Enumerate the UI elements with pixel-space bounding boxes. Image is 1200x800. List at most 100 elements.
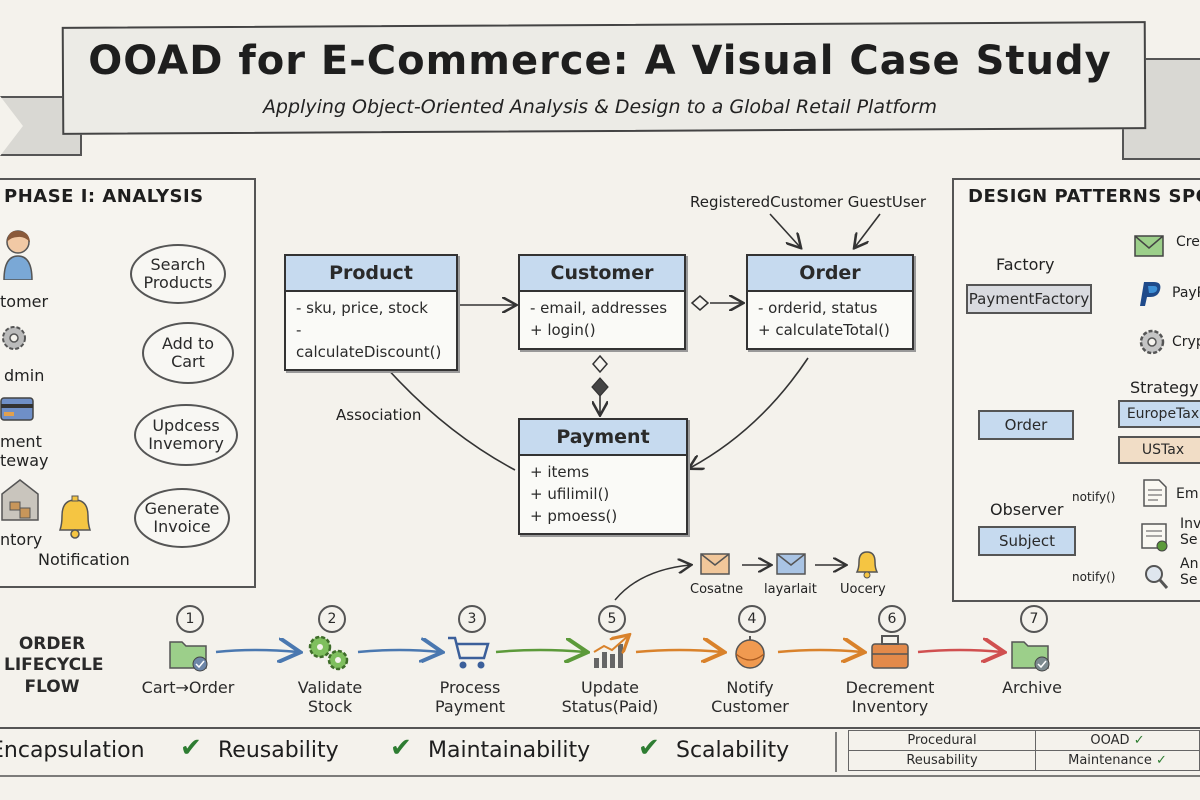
class-customer-attr: - email, addresses — [530, 299, 668, 317]
branch-label: layarlait — [764, 582, 817, 597]
step-label: Process Payment — [434, 678, 506, 717]
step-number: 3 — [458, 605, 486, 633]
benefit-reusability: Reusability — [218, 738, 339, 763]
usecase-update-inventory: Updcess Invemory — [134, 404, 238, 466]
branch-bell-icon — [855, 551, 879, 579]
class-order-name: Order — [748, 256, 912, 292]
check-icon: ✔ — [180, 733, 202, 763]
check-icon: ✔ — [638, 733, 660, 763]
observer-email: Em — [1176, 486, 1199, 502]
page-subtitle: Applying Object-Oriented Analysis & Desi… — [262, 96, 938, 118]
actor-inventory-label: ntory — [0, 530, 43, 549]
strategy-label: Strategy — [1130, 378, 1199, 397]
gear-icon — [2, 326, 26, 350]
step-label: Decrement Inventory — [845, 678, 935, 717]
crypto-gear-icon — [1139, 329, 1165, 355]
class-product-name: Product — [286, 256, 456, 292]
table-cell: Maintenance ✓ — [1035, 750, 1200, 771]
document-icon — [1143, 479, 1167, 507]
credit-card-icon — [0, 397, 34, 421]
step-number: 7 — [1020, 605, 1048, 633]
step-number: 2 — [318, 605, 346, 633]
branch-label: Cosatne — [690, 582, 744, 597]
step-label: Notify Customer — [711, 678, 789, 717]
class-payment-method: + ufilimil() — [530, 484, 610, 503]
strategy-europe-tax: EuropeTax — [1118, 400, 1200, 428]
class-order: Order - orderid, status + calculateTotal… — [746, 254, 914, 350]
actor-notification-label: Notification — [38, 550, 130, 569]
step-number: 4 — [738, 605, 766, 633]
class-customer-method: + login() — [530, 320, 596, 339]
check-icon: ✓ — [1133, 733, 1145, 748]
notify-bell-icon — [735, 636, 765, 669]
notify-label-bottom: notify() — [1072, 570, 1116, 584]
observer-analytics: An Se — [1180, 556, 1199, 589]
step-label: Cart→Order — [141, 678, 235, 697]
class-product-method: - calculateDiscount() — [296, 320, 442, 361]
check-icon: ✓ — [1155, 753, 1167, 768]
usecase-search-products: Search Products — [130, 244, 226, 304]
class-customer: Customer - email, addresses + login() — [518, 254, 686, 350]
step-number: 6 — [878, 605, 906, 633]
customer-icon — [3, 230, 33, 280]
envelope-icon — [700, 553, 730, 575]
branch-label: Uocery — [840, 582, 886, 597]
class-payment-name: Payment — [520, 420, 686, 456]
step-number: 1 — [176, 605, 204, 633]
step-number: 5 — [598, 605, 626, 633]
archive-folder-icon — [1011, 641, 1050, 672]
factory-output-paypal: PayP — [1172, 285, 1200, 301]
class-payment-method: + pmoess() — [530, 506, 618, 525]
observer-subject-box: Subject — [978, 526, 1076, 556]
actor-gateway-label: ment teway — [0, 432, 49, 471]
comparison-table: Procedural OOAD ✓ Reusability Maintenanc… — [848, 730, 1200, 771]
warehouse-icon — [1, 479, 39, 521]
table-cell-text: OOAD — [1090, 733, 1130, 748]
check-icon: ✔ — [390, 733, 412, 763]
benefit-scalability: Scalability — [676, 738, 790, 763]
table-row: Procedural OOAD ✓ — [848, 730, 1200, 751]
benefit-encapsulation: Encapsulation — [0, 738, 145, 763]
analysis-title: PHASE I: ANALYSIS — [4, 186, 204, 207]
page-title: OOAD for E-Commerce: A Visual Case Study — [88, 38, 1112, 84]
table-cell-text: Maintenance — [1068, 753, 1152, 768]
observer-label: Observer — [990, 500, 1064, 519]
table-cell: OOAD ✓ — [1035, 730, 1200, 751]
factory-output-credit: Cre — [1176, 234, 1200, 250]
actor-customer-label: tomer — [0, 292, 49, 311]
strategy-order-box: Order — [978, 410, 1074, 440]
gears-icon — [308, 635, 349, 671]
class-order-method: + calculateTotal() — [758, 320, 890, 339]
chart-up-icon — [593, 632, 636, 668]
class-order-attr: - orderid, status — [758, 299, 878, 317]
class-customer-name: Customer — [520, 256, 684, 292]
envelope-blue-icon — [776, 553, 806, 575]
factory-label: Factory — [996, 255, 1055, 274]
class-product-attr: - sku, price, stock — [296, 299, 428, 317]
usecase-generate-invoice: Generate Invoice — [134, 488, 230, 548]
paypal-icon — [1140, 282, 1161, 306]
cart-icon — [448, 636, 490, 669]
step-label: Update Status(Paid) — [561, 678, 659, 717]
strategy-us-tax: USTax — [1118, 436, 1200, 464]
notify-label-top: notify() — [1072, 490, 1116, 504]
payment-factory-box: PaymentFactory — [966, 284, 1092, 314]
subclasses-label: RegisteredCustomer GuestUser — [690, 193, 927, 211]
benefit-maintainability: Maintainability — [428, 738, 591, 763]
analytics-search-icon — [1145, 565, 1169, 589]
flow-title: ORDER LIFECYCLE FLOW — [4, 634, 104, 697]
observer-inventory: Inv Se — [1180, 516, 1200, 549]
table-row: Reusability Maintenance ✓ — [848, 750, 1200, 771]
invoice-icon — [1141, 523, 1168, 552]
step-label: Validate Stock — [297, 678, 363, 717]
patterns-title: DESIGN PATTERNS SPOT — [968, 186, 1200, 207]
class-product: Product - sku, price, stock - calculateD… — [284, 254, 458, 372]
factory-output-crypto: Cryp — [1172, 334, 1200, 350]
folder-check-icon — [169, 641, 208, 672]
association-label: Association — [336, 406, 422, 424]
class-payment: Payment + items + ufilimil() + pmoess() — [518, 418, 688, 536]
toolbox-icon — [871, 635, 909, 669]
mail-icon — [1134, 235, 1164, 257]
step-label: Archive — [1002, 678, 1062, 697]
actor-admin-label: dmin — [4, 366, 45, 385]
